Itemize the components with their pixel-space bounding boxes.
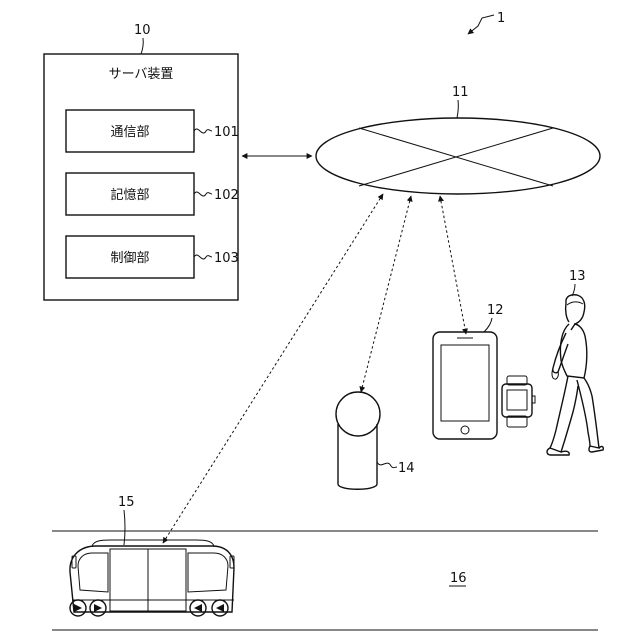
control-unit-label: 制御部 — [110, 251, 149, 266]
network: 11 — [316, 85, 600, 194]
figure-reference: 1 — [468, 11, 505, 34]
vehicle-body — [70, 546, 234, 612]
vehicle-wheel-front-1 — [70, 600, 86, 616]
user-ref-label: 13 — [569, 269, 586, 284]
vehicle-wheel-front-2 — [90, 600, 106, 616]
user-terminal: 12 — [433, 303, 535, 439]
smartphone-home-button — [461, 426, 469, 434]
person-hair — [567, 302, 583, 305]
smartphone-body — [433, 332, 497, 439]
smartphone-screen — [441, 345, 489, 421]
vehicle-wheel-rear-2 — [212, 600, 228, 616]
figure-ref-label: 1 — [497, 11, 505, 26]
vehicle-door-left — [110, 549, 148, 611]
device-head — [336, 392, 380, 436]
vehicle-network-link — [163, 194, 383, 543]
communication-unit-ref: 101 — [214, 125, 239, 140]
server-ref-label: 10 — [134, 23, 151, 38]
storage-unit-leader — [194, 192, 212, 196]
watch-screen — [507, 390, 527, 410]
smartwatch — [502, 376, 535, 427]
network-ref-leader — [457, 100, 458, 118]
vehicle-rear-window — [188, 553, 228, 592]
figure-ref-leader — [468, 15, 494, 34]
terminal-network-link — [440, 196, 466, 334]
sensor-device: 14 — [336, 392, 415, 489]
terminal-ref-leader — [484, 318, 492, 332]
device-body — [338, 424, 377, 489]
vehicle: 15 — [70, 495, 234, 616]
vehicle-front-window — [78, 553, 108, 592]
person-hand — [552, 368, 558, 379]
storage-unit-label: 記憶部 — [110, 187, 149, 203]
server-title: サーバ装置 — [109, 67, 174, 82]
control-unit-leader — [194, 255, 212, 259]
person-leg-back — [577, 378, 599, 448]
vehicle-roof — [92, 540, 214, 546]
person-leg-front — [550, 376, 578, 452]
device-ref-label: 14 — [398, 461, 415, 476]
device-network-link — [361, 196, 411, 392]
storage-unit-ref: 102 — [214, 188, 239, 203]
road-ref-label: 16 — [450, 571, 467, 586]
server-ref-leader — [141, 38, 143, 54]
user-person: 13 — [547, 269, 603, 455]
device-ref-leader — [377, 462, 397, 468]
communication-unit-leader — [194, 129, 212, 133]
communication-unit-label: 通信部 — [110, 125, 149, 140]
server-device: 10 サーバ装置 通信部 101 記憶部 102 制御部 103 — [44, 23, 239, 300]
vehicle-wheel-rear-1 — [190, 600, 206, 616]
control-unit-ref: 103 — [214, 251, 239, 266]
watch-crown — [532, 396, 535, 403]
person-torso — [560, 324, 586, 378]
terminal-ref-label: 12 — [487, 303, 504, 318]
vehicle-door-right — [148, 549, 186, 611]
vehicle-ref-label: 15 — [118, 495, 135, 510]
network-ref-label: 11 — [452, 85, 469, 100]
